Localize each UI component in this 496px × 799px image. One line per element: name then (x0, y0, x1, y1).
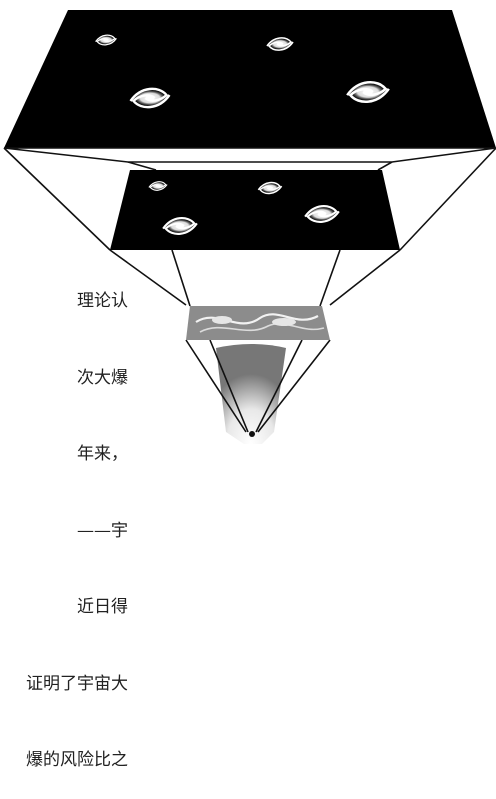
side-text-block: 理论认 次大爆 年来， ——宇 近日得 证明了宇宙大 爆的风险比之 (0, 238, 128, 799)
panel-large (4, 10, 496, 148)
side-text-line: 理论认 (77, 291, 128, 311)
universe-expansion-diagram (0, 0, 496, 444)
cone-line (255, 339, 303, 433)
cone-lines (3, 147, 496, 433)
side-text-line: 爆的风险比之 (26, 750, 128, 770)
corner-wedge (0, 0, 28, 24)
cone-line (209, 339, 249, 433)
side-text-line: 证明了宇宙大 (26, 673, 128, 694)
cone-line (127, 161, 157, 171)
panel-medium (110, 170, 400, 250)
side-text-line: 次大爆 (77, 367, 128, 388)
cone-line (3, 147, 111, 251)
cone-line (171, 249, 191, 307)
cone-line (257, 339, 331, 433)
cone-line (399, 147, 496, 251)
cone-line (109, 249, 187, 306)
cone-line (319, 249, 341, 307)
panel-large-underside (3, 147, 496, 163)
side-text-line: 近日得 (77, 597, 128, 617)
cone-line (185, 339, 247, 433)
origin-point (249, 431, 255, 437)
panel-small (186, 306, 330, 340)
side-text-line: 年来， (77, 444, 128, 464)
side-text-line: ——宇 (77, 520, 128, 541)
cone-line (329, 249, 401, 306)
cone-line (377, 161, 393, 171)
